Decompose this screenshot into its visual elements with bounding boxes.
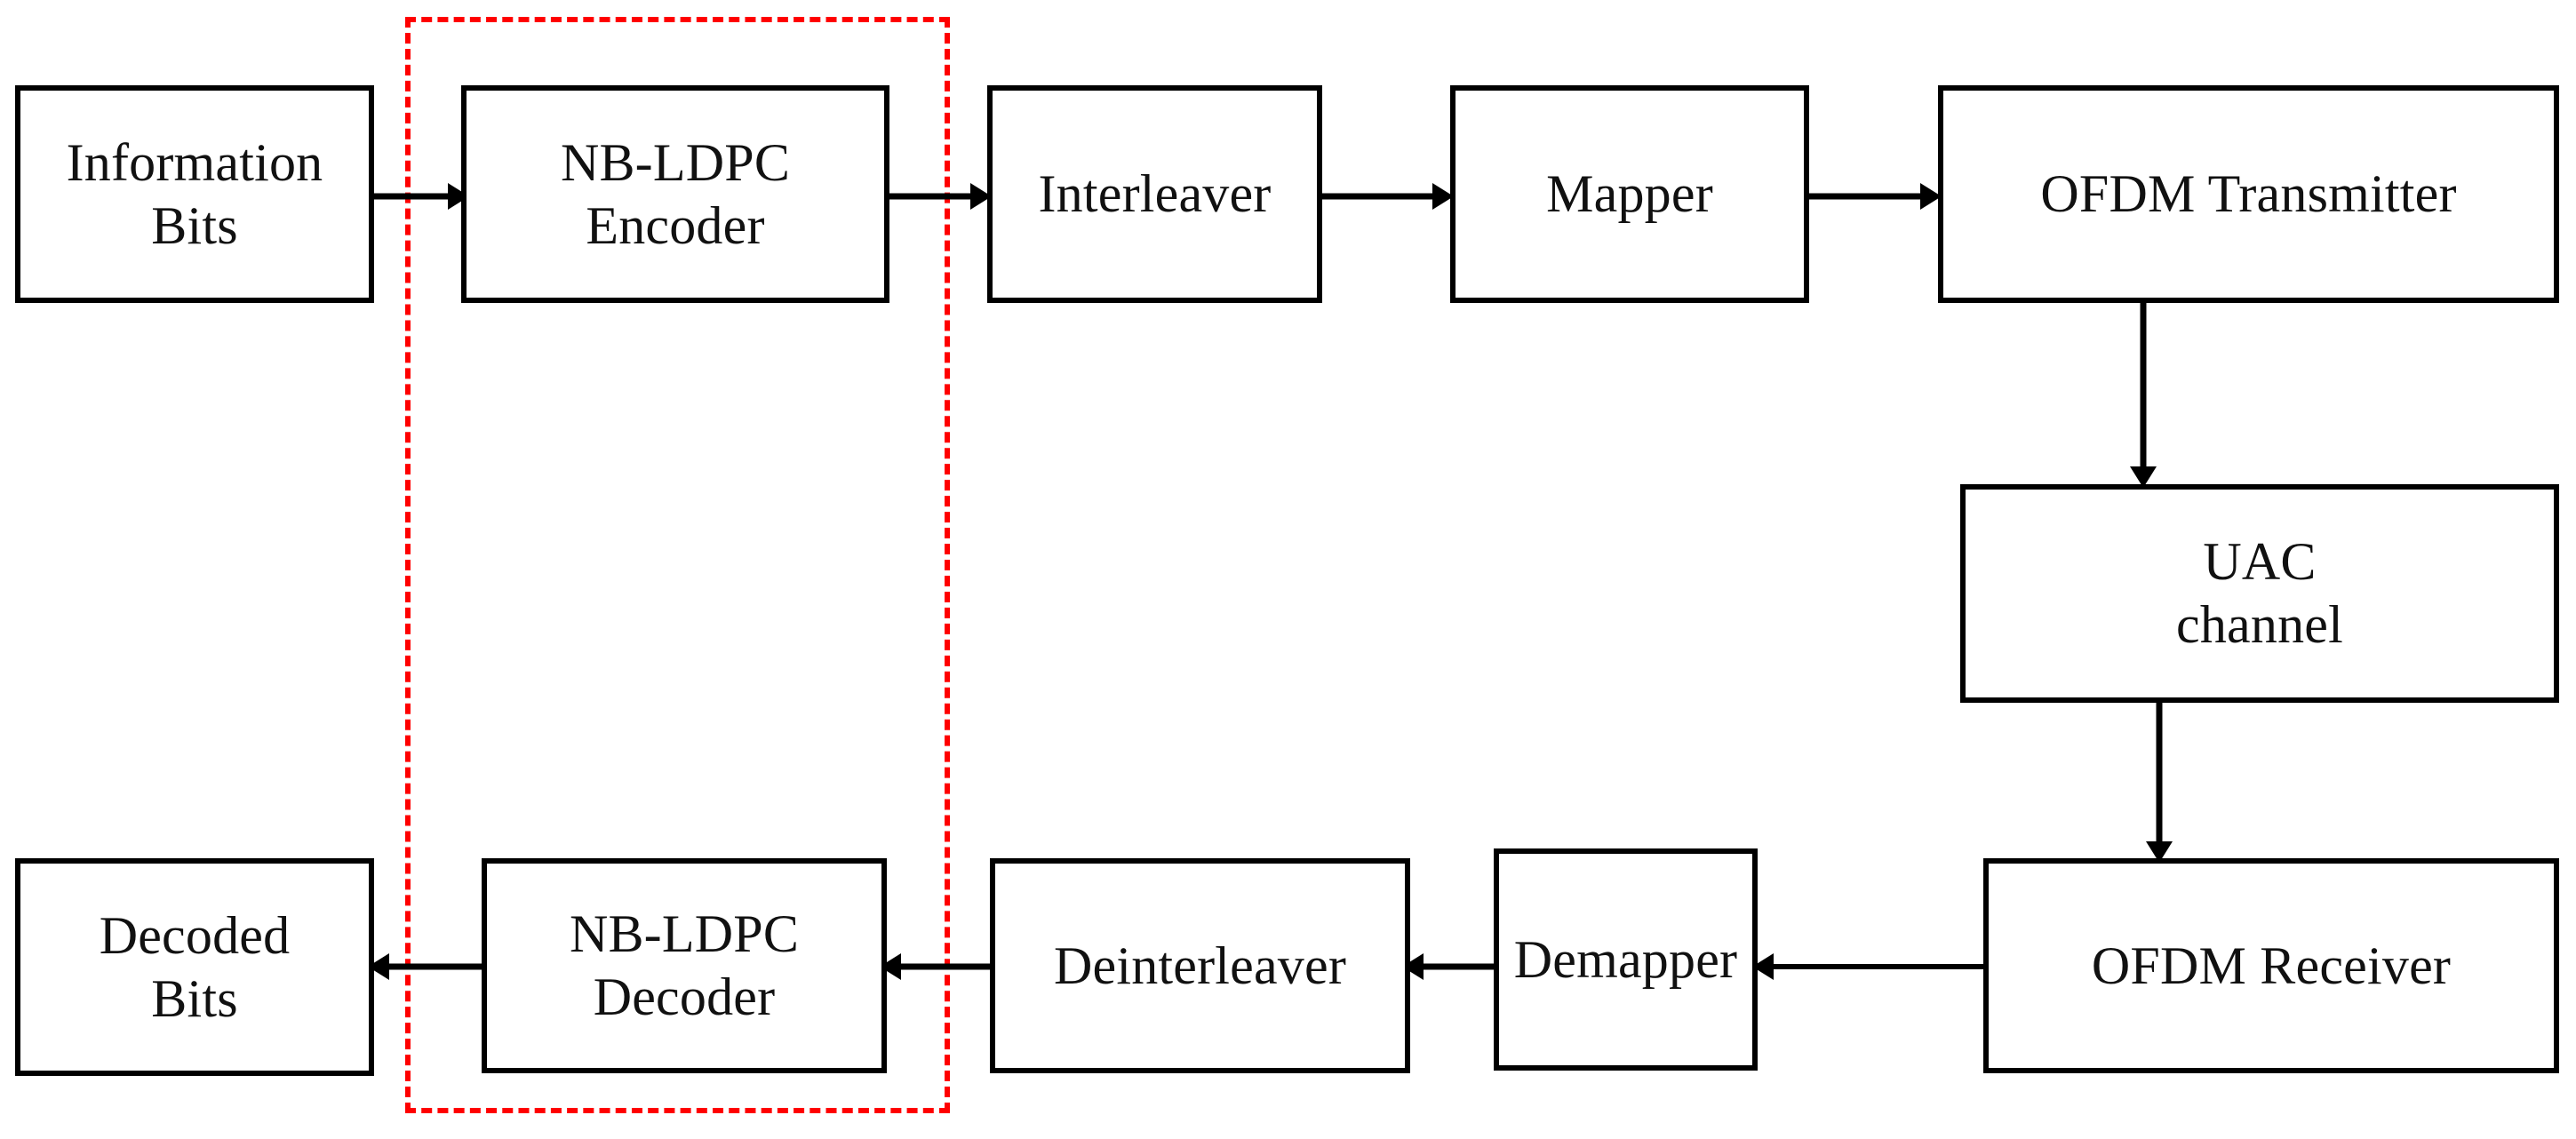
block-ofdm-transmitter[interactable]: OFDM Transmitter xyxy=(1938,85,2559,303)
arrow-demapper-to-deinterleaver xyxy=(1402,948,1500,985)
block-nb-ldpc-decoder[interactable]: NB-LDPC Decoder xyxy=(482,858,887,1073)
block-interleaver[interactable]: Interleaver xyxy=(987,85,1322,303)
block-deinterleaver[interactable]: Deinterleaver xyxy=(990,858,1410,1073)
arrow-ofdm-transmitter-to-uac-channel xyxy=(2125,299,2162,488)
block-information-bits[interactable]: Information Bits xyxy=(15,85,374,303)
block-uac-channel[interactable]: UAC channel xyxy=(1960,484,2559,703)
block-demapper[interactable]: Demapper xyxy=(1494,848,1758,1071)
block-ofdm-receiver[interactable]: OFDM Receiver xyxy=(1983,858,2559,1073)
arrow-information-bits-to-encoder xyxy=(371,178,469,215)
block-mapper[interactable]: Mapper xyxy=(1450,85,1809,303)
arrow-interleaver-to-mapper xyxy=(1319,178,1454,215)
block-nb-ldpc-encoder[interactable]: NB-LDPC Encoder xyxy=(461,85,889,303)
arrow-ofdm-receiver-to-demapper xyxy=(1752,948,1989,985)
arrow-nb-ldpc-decoder-to-decoded-bits xyxy=(368,948,489,985)
arrow-uac-channel-to-ofdm-receiver xyxy=(2141,699,2178,863)
arrow-deinterleaver-to-nb-ldpc-decoder xyxy=(880,948,997,985)
arrow-mapper-to-ofdm-transmitter xyxy=(1806,178,1942,215)
arrow-encoder-to-interleaver xyxy=(885,178,992,215)
block-decoded-bits[interactable]: Decoded Bits xyxy=(15,858,374,1076)
